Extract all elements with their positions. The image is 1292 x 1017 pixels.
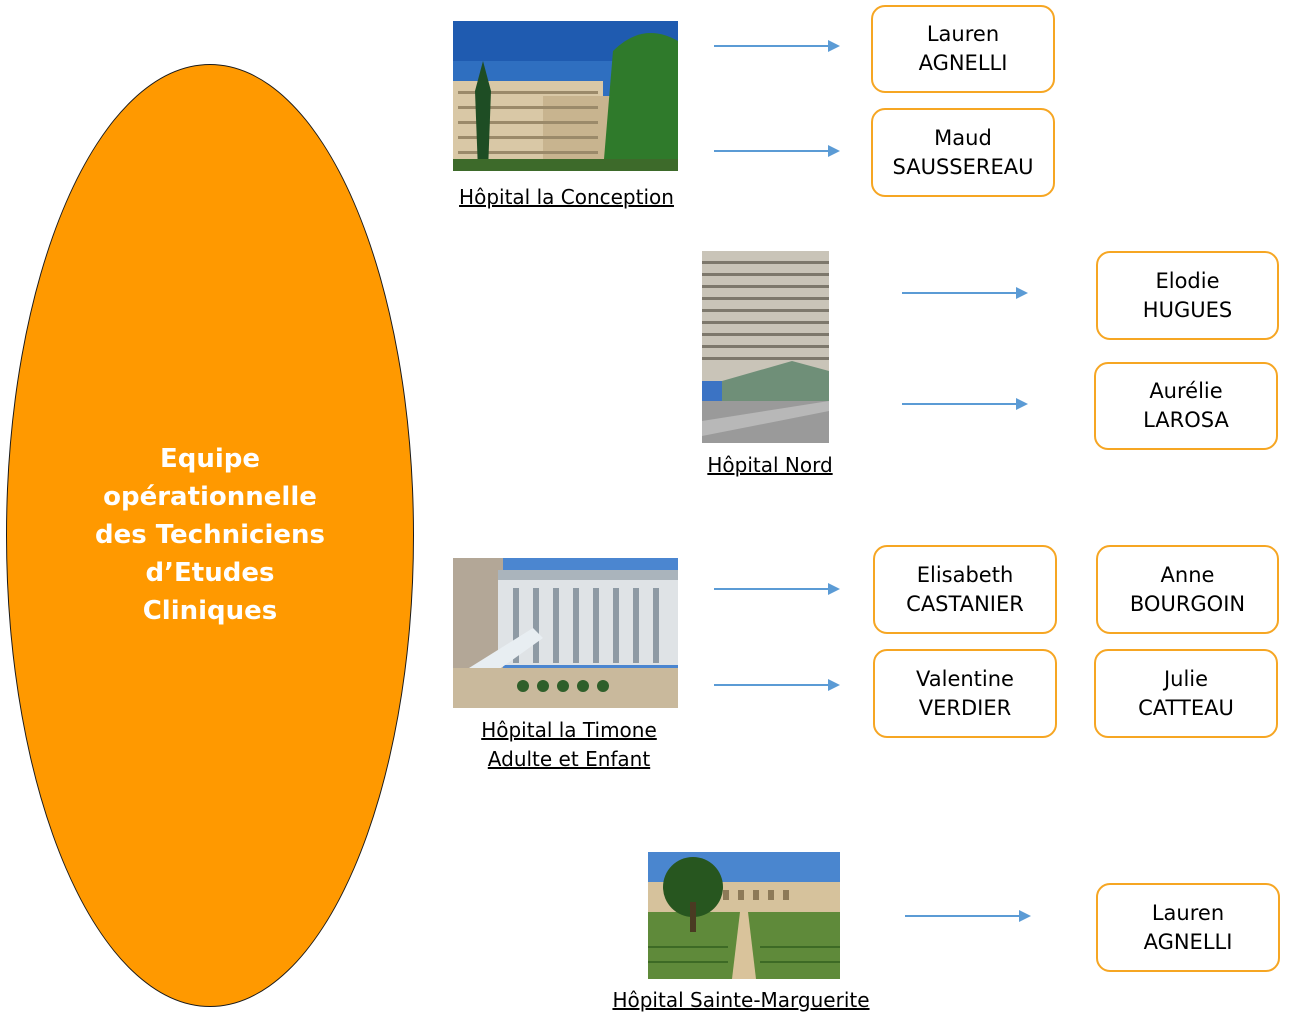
person-last-name: AGNELLI xyxy=(918,51,1008,75)
hospital-photo-sainte-marguerite xyxy=(648,852,840,979)
person-card: Elodie HUGUES xyxy=(1096,251,1279,340)
arrow-nord-2 xyxy=(902,398,1028,410)
hospital-name-nord[interactable]: Hôpital Nord xyxy=(707,453,833,477)
person-first-name: Anne xyxy=(1160,562,1215,587)
person-last-name: BOURGOIN xyxy=(1129,591,1246,616)
person-card: Julie CATTEAU xyxy=(1094,649,1278,738)
arrow-timone-1 xyxy=(714,583,840,595)
arrow-conception-1 xyxy=(714,40,840,52)
person-first-name: Lauren xyxy=(1151,900,1225,925)
person-first-name: Lauren xyxy=(926,22,1000,46)
hospital-photo-nord xyxy=(702,251,829,443)
person-card: Aurélie LAROSA xyxy=(1094,362,1278,450)
person-card: Lauren AGNELLI xyxy=(871,5,1055,93)
person-first-name: Julie xyxy=(1163,666,1209,691)
arrow-nord-1 xyxy=(902,287,1028,299)
person-last-name: LAROSA xyxy=(1143,408,1229,432)
person-last-name: CATTEAU xyxy=(1138,695,1234,720)
person-first-name: Maud xyxy=(934,125,992,150)
hospital-photo-conception xyxy=(453,21,678,171)
person-first-name: Aurélie xyxy=(1149,379,1223,403)
team-title: Equipe opérationnelle des Techniciens d’… xyxy=(95,444,325,626)
hospital-photo-timone xyxy=(453,558,678,708)
arrow-timone-2 xyxy=(714,679,840,691)
person-first-name: Valentine xyxy=(916,666,1014,691)
person-last-name: CASTANIER xyxy=(906,591,1024,616)
person-first-name: Elodie xyxy=(1155,268,1220,293)
person-last-name: AGNELLI xyxy=(1143,929,1233,954)
person-last-name: VERDIER xyxy=(918,695,1012,720)
person-card: Anne BOURGOIN xyxy=(1096,545,1279,634)
person-last-name: SAUSSEREAU xyxy=(892,154,1034,179)
hospital-name-conception[interactable]: Hôpital la Conception xyxy=(459,185,674,209)
person-card: Elisabeth CASTANIER xyxy=(873,545,1057,634)
team-ellipse xyxy=(6,64,414,1007)
person-first-name: Elisabeth xyxy=(916,562,1014,587)
hospital-name-timone[interactable]: Hôpital la Timone Adulte et Enfant xyxy=(481,718,657,771)
arrow-sainte-marguerite xyxy=(905,910,1031,922)
person-last-name: HUGUES xyxy=(1142,297,1233,322)
person-card: Valentine VERDIER xyxy=(873,649,1057,738)
arrow-conception-2 xyxy=(714,145,840,157)
person-card: Maud SAUSSEREAU xyxy=(871,108,1055,197)
hospital-name-sainte-marguerite[interactable]: Hôpital Sainte-Marguerite xyxy=(612,988,870,1012)
person-card: Lauren AGNELLI xyxy=(1096,883,1280,972)
